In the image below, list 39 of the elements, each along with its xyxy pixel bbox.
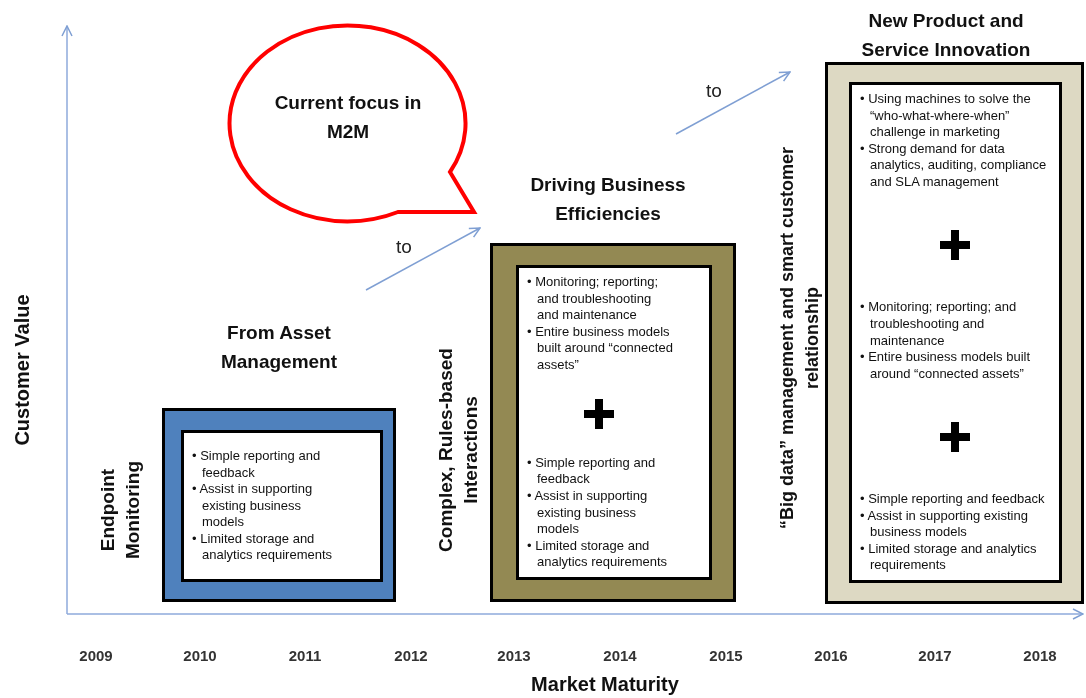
bullet-item: • Simple reporting and feedback xyxy=(527,454,657,489)
stage-title: Driving Business Efficiencies xyxy=(529,173,687,226)
bullet-item: • Assist in supporting existing business models xyxy=(860,507,1029,541)
bullet-item: • Entire business models built around “connected assets” xyxy=(527,323,674,374)
bullet-item: • Monitoring; reporting; and troubleshooting and maintenance xyxy=(860,299,1018,350)
feature-list-card xyxy=(181,430,383,582)
arrow xyxy=(675,71,791,135)
axis-stage-label: “Big data” management and smart customer relationship xyxy=(776,145,823,532)
year-tick-label: 2016 xyxy=(813,645,849,666)
year-tick-label: 2015 xyxy=(708,645,744,666)
axis-stage-label: Endpoint Monitoring xyxy=(96,459,144,562)
year-tick-label: 2012 xyxy=(393,645,429,666)
axis-stage-label: Complex, Rules-based Interactions xyxy=(434,347,482,554)
year-tick-label: 2017 xyxy=(917,645,953,666)
bullet-item: • Assist in supporting existing business models xyxy=(192,481,314,531)
bullet-item: • Limited storage and analytics requirements xyxy=(860,540,1038,574)
bullet-item: • Using machines to solve the “who-what-where-when” challenge in marketing xyxy=(860,91,1032,141)
stage-title: New Product and Service Innovation xyxy=(860,9,1032,62)
year-tick-label: 2014 xyxy=(602,645,638,666)
axis-title: Customer Value xyxy=(10,293,34,448)
bullet-item: • Assist in supporting existing business models xyxy=(527,488,649,538)
axis-title: Market Maturity xyxy=(530,672,680,697)
year-tick-label: 2013 xyxy=(496,645,532,666)
bullet-item: • Limited storage and analytics requirements xyxy=(527,537,669,571)
year-tick-label: 2009 xyxy=(78,645,114,666)
stage-title: From Asset Management xyxy=(219,321,339,374)
year-tick-label: 2010 xyxy=(182,645,218,666)
bullet-item: • Monitoring; reporting; and troubleshooting and maintenance xyxy=(527,274,659,324)
bullet-item: • Simple reporting and feedback xyxy=(860,491,1046,508)
bullet-item: • Strong demand for data analytics, auditing, compliance and SLA management xyxy=(860,140,1048,191)
bullet-item: • Simple reporting and feedback xyxy=(192,447,322,482)
bubble-text: Current focus in M2M xyxy=(273,91,423,144)
year-tick-label: 2018 xyxy=(1022,645,1058,666)
bullet-item: • Limited storage and analytics requirements xyxy=(192,530,334,565)
feature-list-card xyxy=(849,82,1062,583)
feature-list-card xyxy=(516,265,712,580)
year-tick-label: 2011 xyxy=(287,645,323,666)
arrow xyxy=(365,227,481,291)
bullet-item: • Entire business models built around “connected assets” xyxy=(860,349,1032,383)
